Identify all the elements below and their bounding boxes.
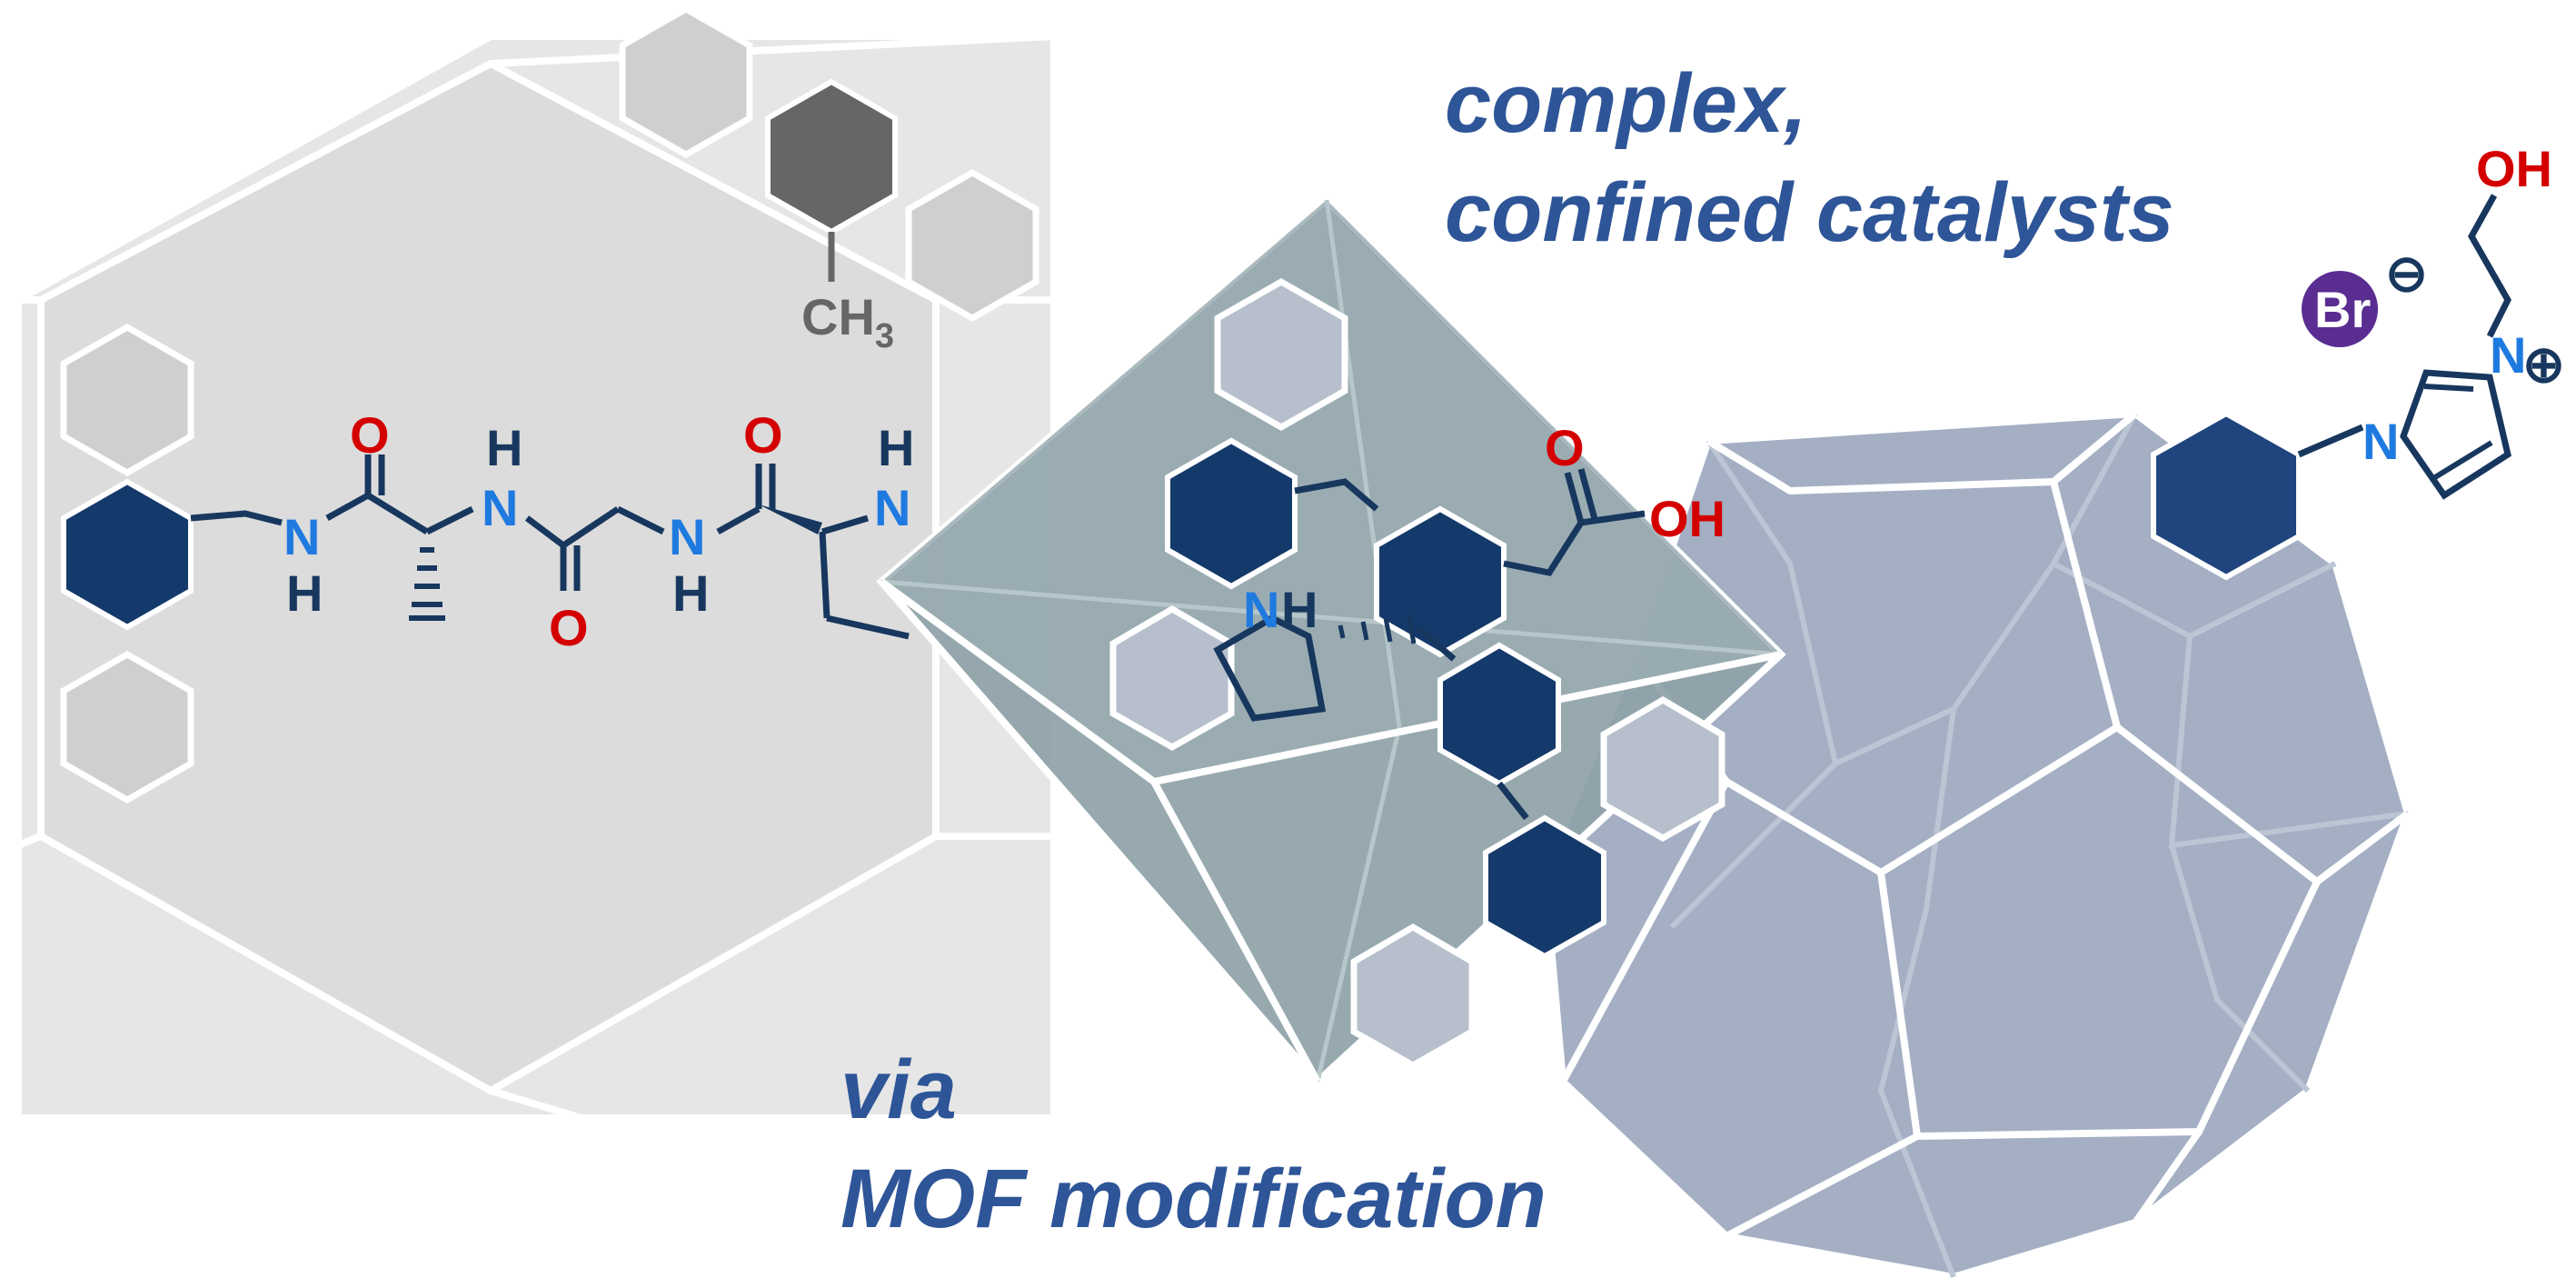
amide-oxygen-2: O bbox=[549, 599, 589, 656]
hydroxyl-label: OH bbox=[2476, 140, 2552, 197]
minus-charge: ⊖ bbox=[2385, 245, 2428, 302]
headline-line-2: confined catalysts bbox=[1445, 166, 2174, 259]
pyrrolidine-hydrogen: H bbox=[1281, 581, 1318, 638]
linker-hexagon bbox=[1109, 604, 1235, 752]
linker-hexagon bbox=[1214, 277, 1348, 432]
linker-hexagon bbox=[60, 650, 194, 804]
linker-hexagon bbox=[1350, 923, 1476, 1070]
pyrrolidine-nitrogen: N bbox=[1243, 581, 1279, 638]
methyl-linker: CH3 bbox=[765, 78, 898, 355]
linker-hexagon bbox=[1600, 695, 1726, 843]
linker-hexagons-left bbox=[60, 5, 1039, 804]
imidazolium-substituent: Br ⊖ ⊕ N N OH bbox=[2151, 140, 2565, 581]
bromide-badge bbox=[2302, 271, 2378, 347]
bromide-label: Br bbox=[2314, 281, 2371, 338]
acid-oxygen: O bbox=[1545, 419, 1585, 476]
amide-hydrogen-3: H bbox=[672, 564, 709, 622]
linker-hexagon bbox=[619, 5, 753, 159]
amide-hydrogen-2: H bbox=[486, 419, 522, 476]
proline-catalyst: N H O OH bbox=[1165, 419, 1726, 960]
amide-hydrogen-1: H bbox=[286, 564, 323, 622]
linker-hexagon bbox=[60, 323, 194, 477]
hydroxyl-group: OH bbox=[2476, 140, 2552, 197]
amide-oxygen-1: O bbox=[350, 406, 390, 464]
methyl-hexagon bbox=[765, 78, 898, 235]
amide-nitrogen-2: N bbox=[482, 479, 518, 536]
subline-caption: via MOF modification bbox=[840, 1043, 1547, 1245]
methyl-label: CH3 bbox=[801, 288, 894, 355]
subline-line-1: via bbox=[840, 1043, 957, 1136]
linker-hexagon bbox=[905, 168, 1039, 323]
peptide-chain: O N H H N O N H O H N bbox=[61, 406, 914, 656]
headline-line-1: complex, bbox=[1445, 57, 1807, 150]
hexagonal-prism-cage bbox=[15, 33, 1058, 1122]
imidazole-nitrogen: N bbox=[2362, 413, 2399, 470]
headline-caption: complex, confined catalysts bbox=[1445, 57, 2174, 259]
amide-nitrogen-1: N bbox=[283, 508, 320, 565]
linker-hexagon-dark bbox=[1483, 814, 1606, 960]
acid-hydroxyl: OH bbox=[1649, 490, 1726, 547]
subline-line-2: MOF modification bbox=[840, 1153, 1547, 1245]
amide-oxygen-3: O bbox=[743, 406, 783, 464]
amine-hydrogen: H bbox=[878, 419, 914, 476]
hashed-stereo-bond bbox=[409, 547, 445, 621]
hashed-stereo-bond bbox=[1338, 614, 1417, 644]
amide-nitrogen-3: N bbox=[669, 508, 705, 565]
linker-hexagons-center bbox=[1109, 277, 1726, 1070]
amine-nitrogen: N bbox=[874, 479, 910, 536]
plus-charge: ⊕ bbox=[2522, 335, 2565, 393]
imidazole-nitrogen-cation: N bbox=[2490, 326, 2526, 384]
linker-hexagon-dark bbox=[1165, 437, 1298, 590]
